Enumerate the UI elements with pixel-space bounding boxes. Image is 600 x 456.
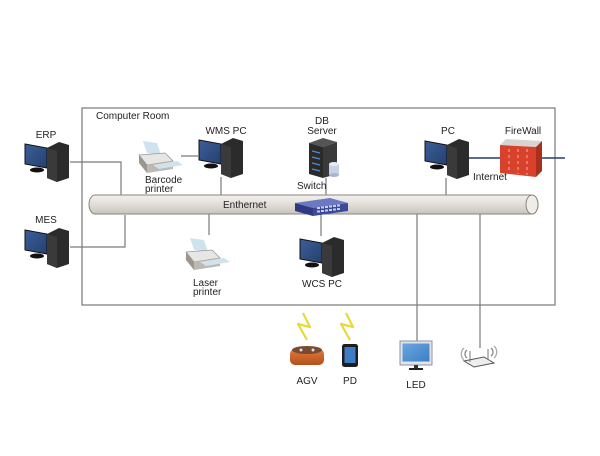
wires (70, 155, 481, 348)
erp-pc-icon (24, 142, 69, 182)
pd-label: PD (343, 376, 357, 387)
laser-printer-label-line2: printer (193, 287, 222, 298)
db-server-label-line2: Server (307, 126, 337, 137)
db-server-icon (309, 138, 339, 178)
firewall-label: FireWall (504, 126, 542, 137)
laser-printer-icon (185, 238, 230, 270)
led-label: LED (406, 380, 426, 391)
barcode-printer-label-line1: Barcode (145, 175, 183, 186)
agv-icon (290, 346, 324, 365)
wireless-router-icon (460, 345, 498, 368)
wire-erp (70, 161, 122, 195)
internet-label: Internet (473, 172, 507, 183)
agv-label: AGV (296, 376, 318, 387)
led-display-icon (399, 340, 433, 370)
wcs-pc-label: WCS PC (302, 279, 342, 290)
pc-icon (424, 139, 469, 179)
mes-label: MES (35, 215, 57, 226)
barcode-printer-label-line2: printer (145, 184, 174, 195)
laser-printer-label-line1: Laser (193, 278, 219, 289)
barcode-printer-icon (138, 141, 183, 173)
pd-icon (342, 344, 358, 367)
mes-pc-icon (24, 228, 69, 268)
ethernet-label: Enthernet (223, 200, 267, 211)
pd-wireless-icon (339, 312, 355, 341)
pc-label: PC (441, 126, 455, 137)
erp-label: ERP (35, 130, 57, 141)
agv-wireless-icon (296, 312, 312, 341)
wire-mes (70, 215, 126, 248)
computer-room-box (81, 107, 556, 306)
db-server-label-line1: DB (315, 116, 329, 127)
computer-room-title: Computer Room (96, 111, 170, 122)
switch-icon (295, 198, 348, 216)
switch-label: Switch (297, 181, 327, 192)
firewall-icon (500, 139, 542, 177)
wcs-pc-icon (299, 237, 344, 277)
wms-pc-icon (198, 138, 243, 178)
wms-pc-label: WMS PC (205, 126, 247, 137)
